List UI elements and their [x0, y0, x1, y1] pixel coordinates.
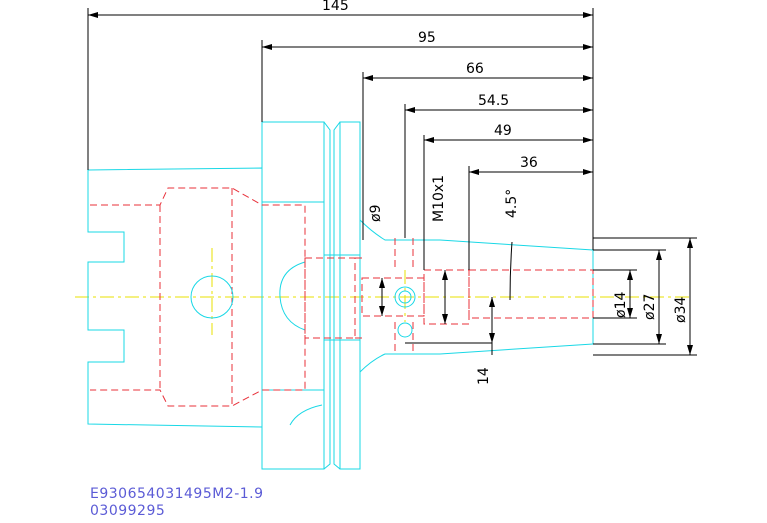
hidden-lines [90, 187, 594, 407]
dim-dia-27: ø27 [642, 294, 658, 320]
dim-95: 95 [418, 30, 436, 46]
dim-66: 66 [466, 61, 484, 77]
drawing-number-caption: 03099295 [90, 503, 166, 519]
dim-145: 145 [322, 0, 349, 14]
dimension-lines [87, 8, 697, 356]
dim-36: 36 [520, 155, 538, 171]
dim-dia-34: ø34 [673, 297, 689, 323]
part-number-caption: E930654031495M2-1.9 [90, 486, 264, 502]
dim-thread-m10x1: M10x1 [431, 175, 447, 222]
dim-14: 14 [476, 367, 492, 385]
dim-angle: 4.5° [504, 189, 520, 218]
dim-dia-14: ø14 [613, 292, 629, 318]
arrowheads [88, 12, 693, 355]
dim-54-5: 54.5 [478, 93, 509, 109]
dim-dia-9: ø9 [368, 205, 384, 222]
dim-49: 49 [494, 123, 512, 139]
holder-outline [87, 121, 594, 470]
detail-circles [190, 275, 416, 338]
